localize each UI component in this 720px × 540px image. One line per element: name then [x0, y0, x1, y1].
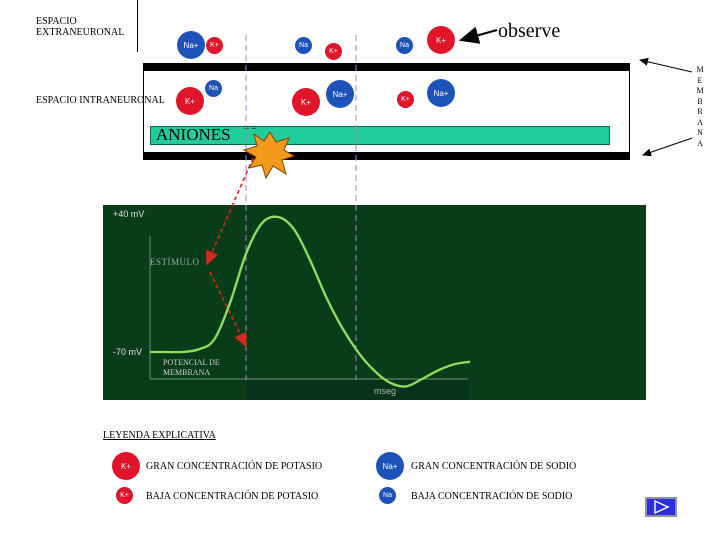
- legend-na-high: GRAN CONCENTRACIÓN DE SODIO: [411, 461, 577, 472]
- membrana-letter: B: [697, 96, 703, 106]
- play-triangle-icon: [654, 500, 670, 514]
- na-ion: Na+: [177, 31, 205, 59]
- na-ion: Na: [295, 37, 312, 54]
- legend-na-low: BAJA CONCENTRACIÓN DE SODIO: [411, 491, 573, 502]
- y-top-label: +40 mV: [113, 209, 145, 219]
- membrana-letter: A: [697, 117, 703, 127]
- membrana-letter: E: [697, 75, 703, 85]
- membrana-arrow-bottom: [642, 137, 693, 157]
- k-ion: K+: [427, 26, 455, 54]
- membrana-letter: M: [696, 86, 704, 95]
- membrana-letter: R: [697, 107, 703, 116]
- stimulus-arrow-up: [206, 157, 254, 266]
- x-axis-label: mseg: [374, 386, 397, 396]
- na-ion: Na: [205, 80, 222, 97]
- intraneuronal-region: [143, 70, 630, 153]
- membrana-label: M E M B R A N A: [694, 65, 706, 149]
- k-ion-legend-high: K+: [112, 452, 140, 480]
- aniones-label: ANIONES: [156, 125, 231, 144]
- aniones-sign: = =: [244, 123, 257, 133]
- k-ion: K+: [397, 91, 414, 108]
- membrana-letter: M: [696, 65, 704, 74]
- k-ion: K+: [206, 37, 223, 54]
- divider-line: [137, 0, 138, 52]
- k-ion-legend-low: K+: [116, 487, 133, 504]
- action-potential-line: [149, 215, 471, 388]
- k-ion: K+: [176, 87, 204, 115]
- legend-title: LEYENDA EXPLICATIVA: [103, 430, 216, 441]
- intraneuronal-label: ESPACIO INTRANEURONAL: [36, 95, 165, 106]
- na-ion: Na+: [427, 79, 455, 107]
- stimulus-burst-icon: [242, 131, 296, 180]
- na-ion: Na+: [326, 80, 354, 108]
- legend-k-high: GRAN CONCENTRACIÓN DE POTASIO: [146, 461, 323, 472]
- observe-label: observe: [498, 20, 561, 42]
- legend-k-low: BAJA CONCENTRACIÓN DE POTASIO: [146, 491, 319, 502]
- membrana-letter: A: [697, 138, 703, 148]
- membrane-bottom: [143, 153, 630, 160]
- extraneuronal-label: ESPACIO EXTRANEURONAL: [36, 16, 125, 38]
- rest-potential-label: POTENCIAL DE MEMBRANA: [163, 358, 220, 377]
- stimulus-label: ESTÍMULO: [150, 257, 200, 267]
- y-rest-label: -70 mV: [113, 347, 143, 357]
- k-ion: K+: [325, 43, 342, 60]
- na-ion-legend-low: Na: [379, 487, 396, 504]
- observe-arrow: [458, 26, 498, 44]
- membrana-arrow-top: [639, 57, 693, 73]
- chart-background: [103, 205, 646, 400]
- membrana-letter: N: [697, 128, 703, 137]
- na-ion: Na: [396, 37, 413, 54]
- next-button[interactable]: [645, 497, 677, 517]
- membrane-top: [143, 63, 630, 70]
- na-ion-legend-high: Na+: [376, 452, 404, 480]
- k-ion: K+: [292, 88, 320, 116]
